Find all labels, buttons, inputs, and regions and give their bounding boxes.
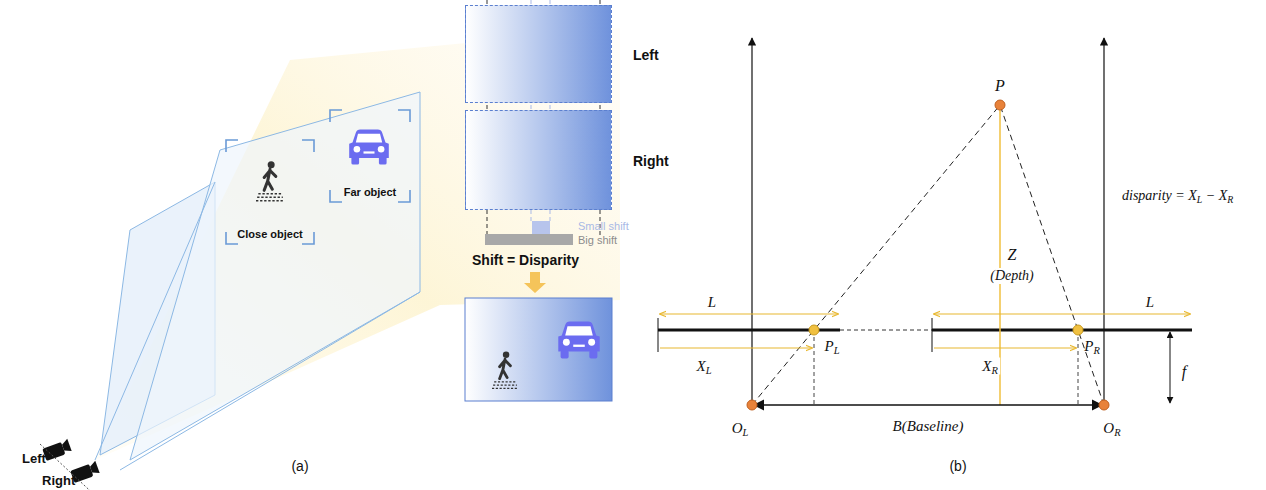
offset-measure bbox=[934, 347, 1076, 348]
image-plane-line bbox=[932, 329, 1192, 332]
label-holder: (b) bbox=[947, 458, 968, 474]
point-label: OR bbox=[1101, 420, 1122, 437]
measure-label: XR bbox=[980, 358, 1000, 375]
camera-label: Left bbox=[20, 451, 48, 466]
label-holder: P bbox=[993, 77, 1007, 95]
optical-axis bbox=[1103, 38, 1104, 405]
shift-label: Small shift bbox=[576, 220, 631, 232]
width-measure bbox=[934, 313, 1190, 314]
point-dot bbox=[1073, 325, 1083, 335]
pedestrian-icon bbox=[256, 161, 284, 201]
label-holder: L bbox=[706, 294, 718, 311]
measure-label: L bbox=[706, 294, 718, 311]
big-shift-bar bbox=[485, 234, 573, 245]
plane-link bbox=[840, 330, 932, 331]
measure-label: XL bbox=[694, 358, 713, 375]
image-plane bbox=[130, 92, 420, 460]
drop-line bbox=[814, 330, 815, 405]
label-holder: Small shift bbox=[576, 220, 631, 232]
small-shift-bar bbox=[532, 221, 550, 234]
bracket-corner bbox=[226, 140, 238, 152]
disparity-image bbox=[465, 298, 612, 401]
label-holder: f bbox=[1180, 363, 1188, 381]
label-holder: OL bbox=[730, 420, 751, 437]
projection-ray bbox=[1000, 105, 1104, 405]
view-ray bbox=[95, 182, 215, 460]
car-icon bbox=[558, 322, 599, 359]
point-dot bbox=[1099, 400, 1109, 410]
camera-label: Right bbox=[40, 473, 77, 488]
point-label: PR bbox=[1082, 338, 1102, 355]
projection-ray bbox=[752, 105, 1000, 405]
tick bbox=[658, 318, 659, 352]
depth-label: (Depth) bbox=[988, 268, 1036, 284]
image-panel: Right bbox=[465, 110, 612, 210]
point-label: PL bbox=[822, 338, 841, 355]
label-holder: Big shift bbox=[576, 234, 619, 246]
object-label: Far object bbox=[344, 186, 397, 198]
tick bbox=[932, 318, 933, 352]
label-holder: (a) bbox=[289, 458, 310, 474]
object-frame: Close object bbox=[226, 140, 314, 244]
panel-tag: (b) bbox=[947, 458, 968, 474]
view-label: Left bbox=[633, 47, 659, 63]
label-holder: B(Baseline) bbox=[891, 418, 966, 435]
bracket-corner bbox=[398, 110, 410, 122]
point-label: P bbox=[993, 77, 1007, 95]
focal-arrow bbox=[1170, 332, 1171, 403]
label-holder: (Depth) bbox=[988, 268, 1036, 284]
label-holder: Shift = Disparity bbox=[470, 252, 581, 268]
label-holder: PR bbox=[1082, 338, 1102, 355]
image-panel: Left bbox=[465, 5, 612, 103]
object-label: Close object bbox=[237, 228, 302, 240]
label-holder: Left bbox=[20, 451, 48, 466]
car-icon bbox=[349, 129, 389, 164]
panel-tag: (a) bbox=[289, 458, 310, 474]
shift-label: Big shift bbox=[576, 234, 619, 246]
label-holder: Z bbox=[1006, 246, 1019, 264]
shift-title: Shift = Disparity bbox=[470, 252, 581, 268]
depth-label: Z bbox=[1006, 246, 1019, 264]
bracket-corner bbox=[302, 140, 314, 152]
baseline-arrow bbox=[754, 404, 1102, 406]
pedestrian-icon bbox=[492, 352, 518, 389]
point-label: OL bbox=[730, 420, 751, 437]
bracket-corner bbox=[226, 232, 238, 244]
object-frame: Far object bbox=[330, 110, 410, 202]
formula: disparity = XL − XR bbox=[1120, 188, 1235, 204]
optical-axis bbox=[751, 38, 752, 405]
label-holder: XR bbox=[980, 358, 1000, 375]
label-holder: L bbox=[1144, 294, 1156, 311]
bracket-corner bbox=[302, 232, 314, 244]
width-measure bbox=[660, 313, 838, 314]
label-holder: PL bbox=[822, 338, 841, 355]
bracket-corner bbox=[330, 110, 342, 122]
point-dot bbox=[809, 325, 819, 335]
drop-line bbox=[1078, 330, 1079, 405]
view-ray bbox=[120, 292, 420, 470]
bracket-corner bbox=[398, 190, 410, 202]
down-arrow bbox=[524, 272, 546, 293]
label-holder: Right bbox=[40, 473, 77, 488]
point-dot bbox=[747, 400, 757, 410]
measure-label: L bbox=[1144, 294, 1156, 311]
baseline-label: B(Baseline) bbox=[891, 418, 966, 435]
bracket-corner bbox=[330, 190, 342, 202]
camera-axis bbox=[40, 444, 100, 490]
offset-measure bbox=[660, 347, 812, 348]
point-dot bbox=[995, 100, 1005, 110]
view-label: Right bbox=[633, 153, 669, 169]
label-holder: XL bbox=[694, 358, 713, 375]
label-holder: OR bbox=[1101, 420, 1122, 437]
label-holder: disparity = XL − XR bbox=[1120, 188, 1235, 204]
measure-label: f bbox=[1180, 363, 1188, 381]
